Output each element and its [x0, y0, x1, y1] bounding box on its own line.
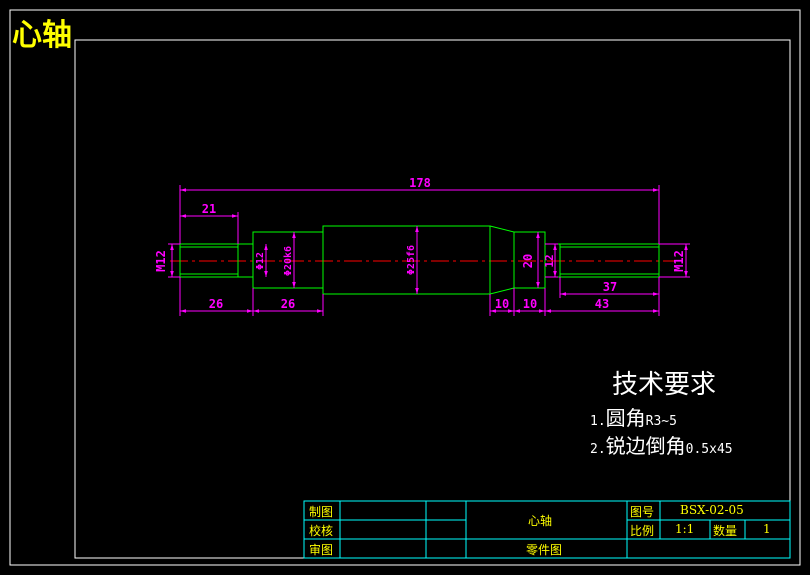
dim-m12-left: M12 — [154, 250, 168, 272]
tb-scale-label: 比例 — [630, 524, 655, 538]
tech-req-2-num: 2. — [590, 442, 606, 457]
shaft-outline — [179, 225, 660, 295]
tb-review-label: 审图 — [309, 543, 334, 557]
tb-qty: 1 — [763, 522, 771, 536]
dimension-lines — [168, 185, 690, 316]
tb-part-name: 心轴 — [528, 514, 553, 528]
dim-12: 12 — [543, 254, 556, 267]
dim-phi12: Φ12 — [255, 252, 266, 270]
tech-req-2-spec: 0.5x45 — [685, 442, 733, 457]
dim-20: 20 — [521, 254, 535, 268]
tech-req-1-text: 圆角 — [605, 406, 646, 430]
dim-overall: 178 — [409, 176, 431, 190]
tb-drawing-no-label: 图号 — [630, 505, 655, 519]
dim-43: 43 — [595, 297, 609, 311]
tech-req-2-text: 锐边倒角 — [605, 434, 686, 458]
tech-req-1-spec: R3~5 — [645, 414, 677, 429]
tb-check-label: 校核 — [309, 524, 334, 538]
tech-requirement-1: 1.圆角R3~5 — [590, 402, 677, 431]
tb-drawing-type: 零件图 — [526, 543, 563, 557]
title-block-grid — [303, 500, 791, 559]
dim-26-a: 26 — [209, 297, 223, 311]
tb-drawing-no: BSX-02-05 — [680, 503, 744, 517]
tech-req-1-num: 1. — [590, 414, 606, 429]
dim-phi20: Φ20k6 — [283, 246, 294, 276]
dim-phi25: Φ25f6 — [406, 245, 417, 275]
dim-26-b: 26 — [281, 297, 295, 311]
outer-frame — [9, 9, 801, 566]
tb-draw-label: 制图 — [309, 505, 334, 519]
tech-requirement-2: 2.锐边倒角0.5x45 — [590, 430, 733, 459]
dimension-labels: 178 21 26 26 10 10 43 37 M12 M12 Φ12 Φ20… — [154, 176, 686, 311]
tb-scale: 1:1 — [675, 522, 695, 536]
dim-10-a: 10 — [495, 297, 509, 311]
tech-requirements-heading: 技术要求 — [612, 370, 717, 400]
drawing-title: 心轴 — [12, 18, 72, 53]
dim-37: 37 — [603, 280, 617, 294]
tb-qty-label: 数量 — [713, 524, 738, 538]
dim-10-b: 10 — [523, 297, 537, 311]
dim-21: 21 — [202, 202, 216, 216]
inner-frame — [74, 39, 791, 559]
dim-m12-right: M12 — [672, 250, 686, 272]
